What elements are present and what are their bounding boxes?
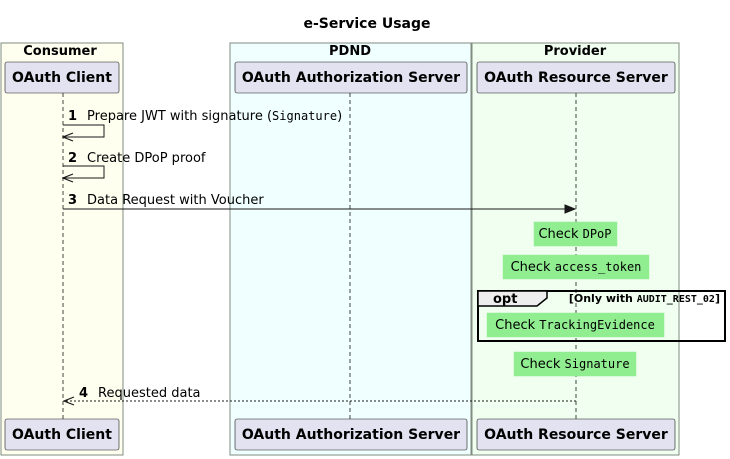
- client-participant-top-label: OAuth Client: [12, 70, 112, 86]
- resource-participant-bottom: [476, 418, 676, 451]
- client-participant-top: [4, 61, 120, 94]
- message-3-number: 3: [68, 193, 77, 208]
- message-2-text: Create DPoP proof: [87, 151, 206, 166]
- pdnd-group-box: [229, 42, 472, 456]
- note-check-dpop-label: Check DPoP: [538, 227, 611, 242]
- message-1-text: Prepare JWT with signature (: [87, 109, 272, 124]
- message-3-label: 3 Data Request with Voucher: [68, 191, 264, 208]
- message-2-arrow: [63, 165, 105, 178]
- message-1-code: Signature: [272, 109, 337, 123]
- provider-group-title: Provider: [544, 44, 607, 59]
- auth-participant-bottom: [234, 418, 468, 451]
- opt-fragment-label: opt: [493, 292, 517, 307]
- note-check-dpop: [533, 221, 618, 247]
- auth-participant-bottom-label: OAuth Authorization Server: [242, 427, 460, 443]
- message-1-label: 1 Prepare JWT with signature (Signature): [68, 107, 342, 124]
- pdnd-group-title: PDND: [329, 44, 371, 59]
- note-check-tracking-evidence-label: Check TrackingEvidence: [495, 318, 655, 333]
- note-check-signature: [513, 351, 637, 377]
- message-4-text: Requested data: [98, 386, 200, 401]
- resource-participant-bottom-label: OAuth Resource Server: [484, 427, 668, 443]
- auth-participant-top: [234, 61, 468, 94]
- message-2-label: 2 Create DPoP proof: [68, 149, 206, 166]
- note-check-access-token: [502, 254, 650, 280]
- client-participant-bottom: [4, 418, 120, 451]
- message-1-arrow: [63, 124, 105, 137]
- consumer-group-box: [0, 42, 124, 456]
- message-1-number: 1: [68, 109, 77, 124]
- consumer-group-title: Consumer: [23, 44, 97, 59]
- diagram-title: e-Service Usage: [303, 16, 430, 32]
- note-check-tracking-evidence: [486, 312, 665, 338]
- resource-participant-top: [476, 61, 676, 94]
- message-3-text: Data Request with Voucher: [87, 193, 264, 208]
- client-participant-bottom-label: OAuth Client: [12, 427, 112, 443]
- opt-fragment-condition: [Only with AUDIT_REST_02]: [569, 292, 720, 305]
- opt-fragment-tab: [477, 290, 548, 307]
- auth-participant-top-label: OAuth Authorization Server: [242, 70, 460, 86]
- message-4-number: 4: [79, 386, 88, 401]
- opt-fragment: [477, 290, 726, 342]
- note-check-signature-label: Check Signature: [520, 357, 629, 372]
- message-2-number: 2: [68, 151, 77, 166]
- message-4-label: 4 Requested data: [79, 384, 201, 401]
- resource-participant-top-label: OAuth Resource Server: [484, 70, 668, 86]
- message-1-suffix: ): [337, 109, 342, 124]
- provider-group-box: [471, 42, 680, 456]
- note-check-access-token-label: Check access_token: [511, 260, 642, 275]
